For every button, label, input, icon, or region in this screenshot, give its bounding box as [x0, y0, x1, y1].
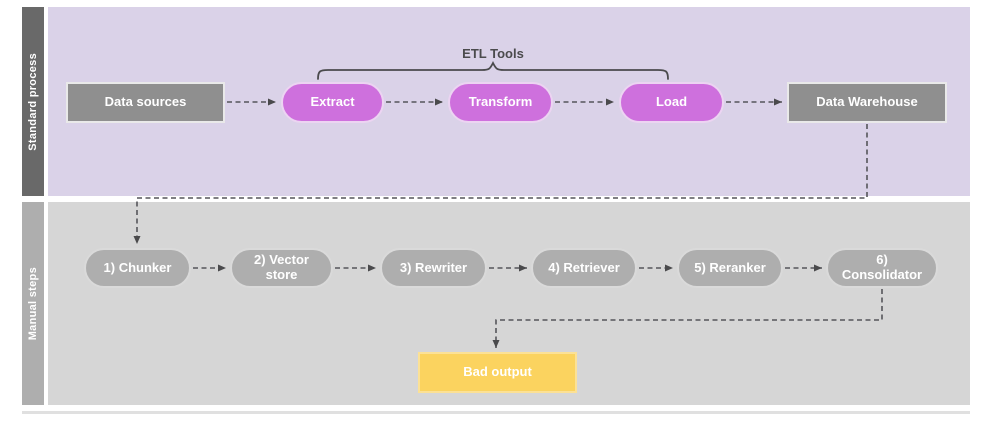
- node-retriever: 4) Retriever: [531, 248, 637, 288]
- lane-label-text: Manual steps: [27, 266, 39, 341]
- node-consolidator: 6) Consolidator: [826, 248, 938, 288]
- node-rewriter: 3) Rewriter: [380, 248, 487, 288]
- lane-label-standard-process: Standard process: [22, 7, 44, 196]
- node-reranker: 5) Reranker: [677, 248, 783, 288]
- etl-tools-label: ETL Tools: [462, 46, 524, 61]
- node-data-sources: Data sources: [66, 82, 225, 123]
- lane-label-text: Standard process: [27, 52, 39, 151]
- node-bad-output: Bad output: [418, 352, 577, 393]
- node-load: Load: [619, 82, 724, 123]
- node-extract: Extract: [281, 82, 384, 123]
- bottom-divider: [22, 411, 970, 414]
- node-chunker: 1) Chunker: [84, 248, 191, 288]
- node-vector-store: 2) Vector store: [230, 248, 333, 288]
- node-transform: Transform: [448, 82, 553, 123]
- node-data-warehouse: Data Warehouse: [787, 82, 947, 123]
- lane-label-manual-steps: Manual steps: [22, 202, 44, 405]
